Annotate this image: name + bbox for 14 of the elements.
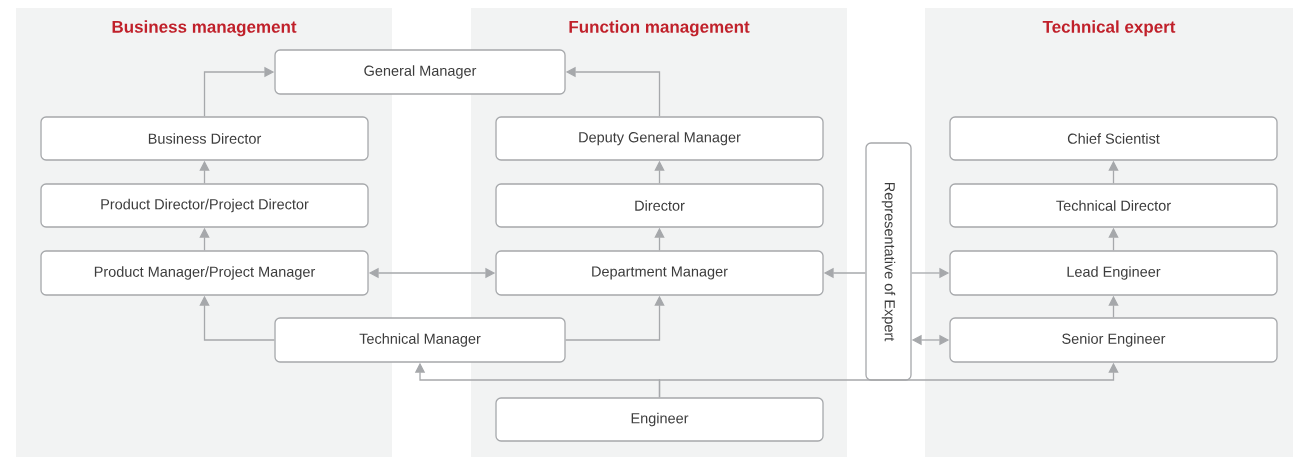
role-box: Product Director/Project Director (40, 183, 369, 228)
role-box: Deputy General Manager (495, 116, 824, 161)
role-box: Product Manager/Project Manager (40, 250, 369, 296)
role-box: Lead Engineer (949, 250, 1278, 296)
role-box: Senior Engineer (949, 317, 1278, 363)
role-box: Business Director (40, 116, 369, 161)
role-box: Representative of Expert (865, 142, 912, 381)
role-box: Technical Manager (274, 317, 566, 363)
role-box: Engineer (495, 397, 824, 442)
role-box: Chief Scientist (949, 116, 1278, 161)
role-box: Department Manager (495, 250, 824, 296)
role-box: General Manager (274, 49, 566, 95)
role-box: Director (495, 183, 824, 228)
role-box: Technical Director (949, 183, 1278, 228)
